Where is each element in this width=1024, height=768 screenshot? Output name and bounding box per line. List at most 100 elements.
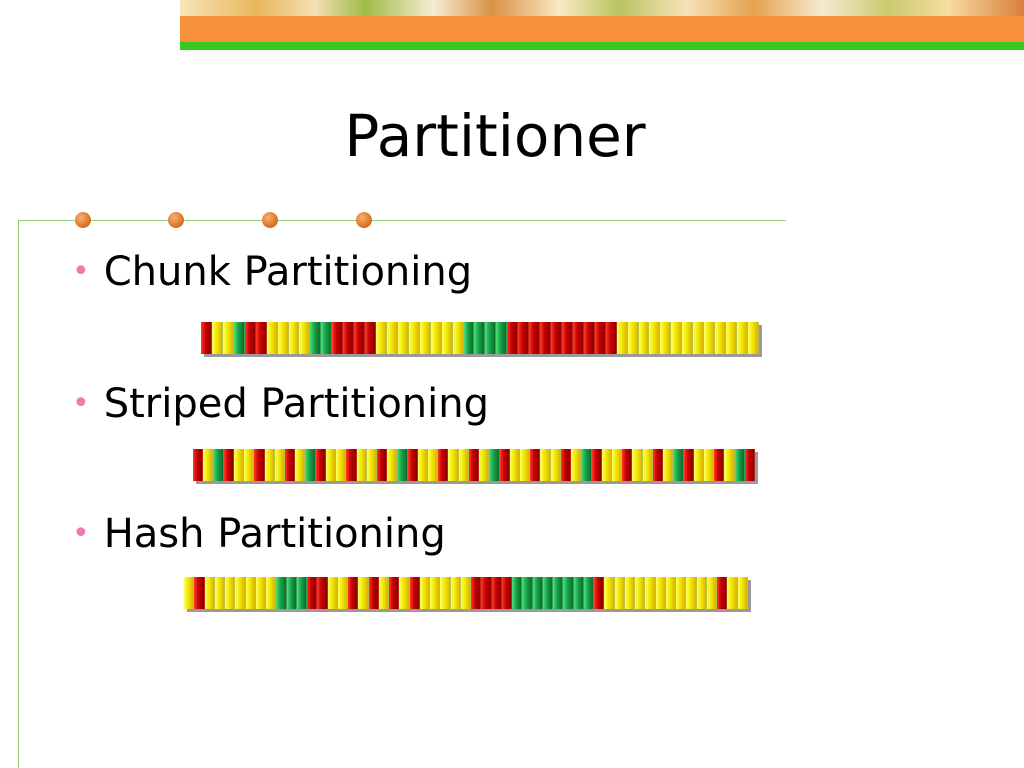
partition-segment-yellow xyxy=(460,577,471,609)
partition-segment-red xyxy=(438,449,449,481)
partition-segment-green xyxy=(563,577,574,609)
partition-segment-yellow xyxy=(550,449,561,481)
bullet-mark-icon: • xyxy=(72,254,90,289)
bullet-hash: •Hash Partitioning xyxy=(72,510,446,558)
partition-segment-yellow xyxy=(540,449,551,481)
partition-segment-green xyxy=(512,577,523,609)
horizontal-rule xyxy=(18,220,786,221)
partition-segment-red xyxy=(284,449,296,481)
partition-segment-yellow xyxy=(479,449,490,481)
partition-segment-yellow xyxy=(682,322,694,354)
partition-segment-red xyxy=(744,449,756,481)
partition-segment-yellow xyxy=(635,577,646,609)
partition-segment-yellow xyxy=(736,322,748,354)
partition-segment-green xyxy=(581,449,592,481)
partition-segment-yellow xyxy=(458,449,469,481)
partition-segment-yellow xyxy=(642,449,653,481)
partition-segment-red xyxy=(540,322,551,354)
partition-segment-red xyxy=(551,322,562,354)
bullet-mark-icon: • xyxy=(72,386,90,421)
partition-segment-yellow xyxy=(288,322,300,354)
partition-segment-yellow xyxy=(671,322,683,354)
partition-segment-yellow xyxy=(277,322,289,354)
partition-segment-red xyxy=(365,322,376,354)
partition-segment-green xyxy=(233,322,245,354)
partition-segment-red xyxy=(481,577,492,609)
partition-segment-yellow xyxy=(337,577,348,609)
partition-segment-green xyxy=(734,449,745,481)
partition-segment-yellow xyxy=(184,577,195,609)
partition-segment-yellow xyxy=(676,577,687,609)
partition-segment-yellow xyxy=(397,322,409,354)
partition-segment-green xyxy=(286,577,297,609)
partition-segment-green xyxy=(213,449,224,481)
partition-segment-red xyxy=(348,577,359,609)
partition-segment-yellow xyxy=(693,449,704,481)
bullet-mark-icon: • xyxy=(72,516,90,551)
partition-segment-yellow xyxy=(604,577,615,609)
partition-segment-yellow xyxy=(358,577,369,609)
partition-segment-yellow xyxy=(399,577,410,609)
partition-segment-yellow xyxy=(665,577,676,609)
partition-segment-yellow xyxy=(336,449,347,481)
partition-segment-red xyxy=(194,577,205,609)
partition-segment-yellow xyxy=(430,577,441,609)
partition-segment-red xyxy=(594,577,605,609)
partition-segment-red xyxy=(518,322,530,354)
partition-segment-green xyxy=(489,449,500,481)
partition-segment-yellow xyxy=(649,322,661,354)
partition-segment-yellow xyxy=(387,449,398,481)
partition-segment-red xyxy=(255,322,267,354)
partition-segment-red xyxy=(346,449,357,481)
partition-segment-red xyxy=(507,322,519,354)
partition-segment-yellow xyxy=(325,449,337,481)
partition-segment-yellow xyxy=(571,449,582,481)
partition-segment-red xyxy=(244,322,256,354)
partition-segment-green xyxy=(321,322,333,354)
partition-segment-red xyxy=(193,449,204,481)
partition-segment-yellow xyxy=(264,449,275,481)
partition-segment-red xyxy=(572,322,584,354)
partition-segment-yellow xyxy=(419,577,430,609)
partition-segment-yellow xyxy=(255,577,266,609)
partition-segment-yellow xyxy=(235,577,246,609)
bullet-chunk: •Chunk Partitioning xyxy=(72,248,472,296)
partition-segment-yellow xyxy=(520,449,531,481)
partition-segment-yellow xyxy=(747,322,759,354)
partition-segment-yellow xyxy=(724,449,735,481)
partition-segment-red xyxy=(501,577,512,609)
partition-segment-red xyxy=(530,449,541,481)
partition-segment-yellow xyxy=(655,577,666,609)
partition-segment-red xyxy=(622,449,633,481)
partition-segment-yellow xyxy=(366,449,377,481)
partition-segment-yellow xyxy=(624,577,635,609)
partition-segment-red xyxy=(332,322,344,354)
partition-segment-yellow xyxy=(450,577,461,609)
partition-segment-yellow xyxy=(214,577,225,609)
banner-photo-strip xyxy=(180,0,1024,16)
partition-segment-yellow xyxy=(715,322,726,354)
partition-segment-yellow xyxy=(266,577,277,609)
partition-segment-yellow xyxy=(233,449,245,481)
partition-segment-yellow xyxy=(266,322,278,354)
partition-segment-yellow xyxy=(448,449,459,481)
partition-segment-yellow xyxy=(686,577,697,609)
partition-segment-red xyxy=(683,449,694,481)
partition-segment-red xyxy=(389,577,400,609)
partition-segment-yellow xyxy=(440,577,451,609)
partition-segment-yellow xyxy=(299,322,311,354)
bullet-striped: •Striped Partitioning xyxy=(72,380,489,428)
partition-segment-yellow xyxy=(430,322,442,354)
partition-segment-yellow xyxy=(244,449,255,481)
partition-segment-red xyxy=(343,322,355,354)
partition-segment-red xyxy=(317,577,328,609)
partition-segment-yellow xyxy=(616,322,628,354)
partition-segment-yellow xyxy=(693,322,705,354)
partition-segment-yellow xyxy=(645,577,656,609)
partition-segment-yellow xyxy=(614,577,625,609)
vertical-rule xyxy=(18,220,19,768)
partition-segment-red xyxy=(605,322,617,354)
partition-segment-red xyxy=(223,449,234,481)
partition-segment-red xyxy=(594,322,606,354)
orange-dot-icon xyxy=(262,212,278,228)
